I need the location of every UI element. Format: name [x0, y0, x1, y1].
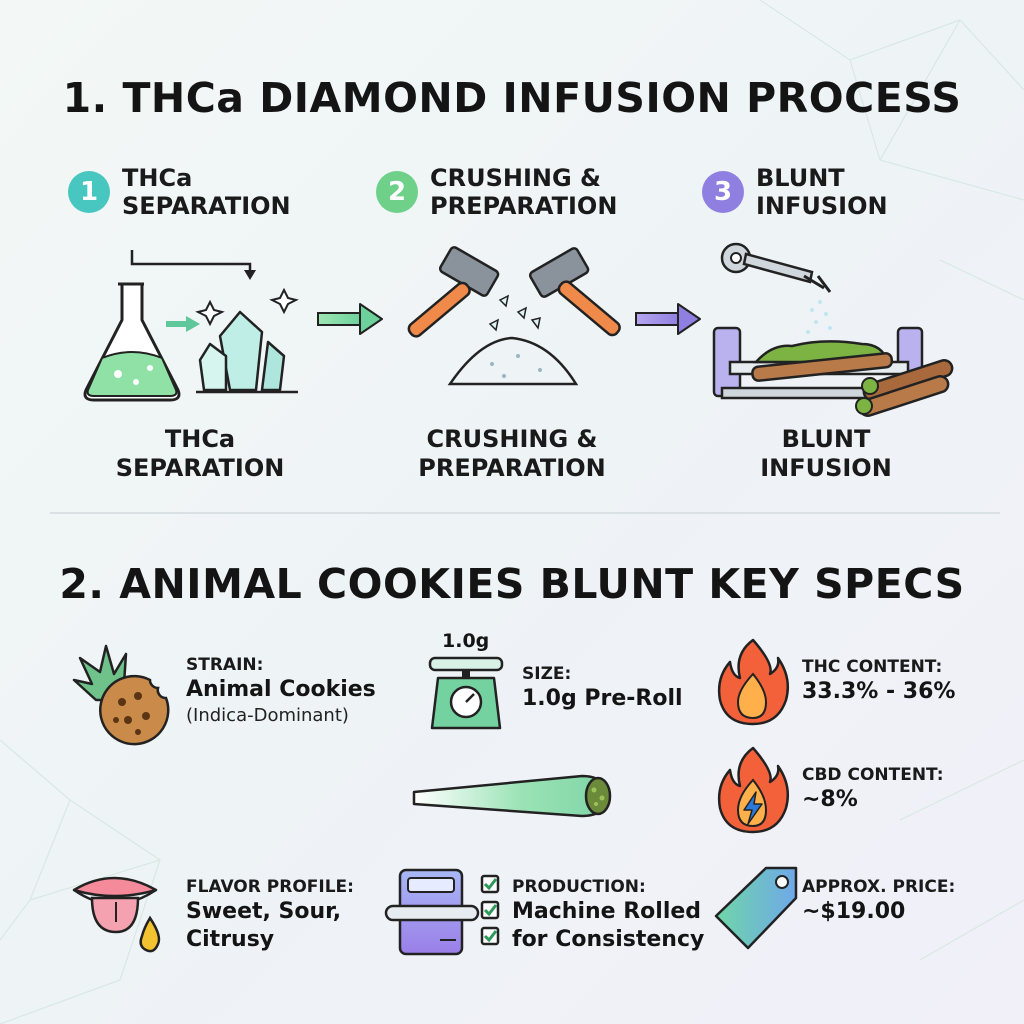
step-1-badge: 1 [68, 171, 110, 213]
step-3-caption: BLUNT INFUSION [760, 425, 892, 482]
scale-icon [428, 656, 504, 730]
cookie-leaf-icon [72, 644, 170, 746]
flask-crystal-icon [83, 250, 299, 402]
step-1-head-line2: SEPARATION [122, 192, 291, 220]
size-spec: SIZE: 1.0g Pre-Roll [522, 663, 683, 713]
step-1-caption: THCa SEPARATION [115, 425, 285, 482]
flavor-spec: FLAVOR PROFILE: Sweet, Sour, Citrusy [186, 876, 354, 954]
step-2-caption: CRUSHING & PREPARATION [418, 425, 606, 482]
step-2-header: 2 CRUSHING & PREPARATION [376, 164, 617, 220]
production-spec: PRODUCTION: Machine Rolled for Consisten… [512, 876, 704, 954]
step-2-head-line1: CRUSHING & [430, 164, 601, 192]
step-2-head-line2: PREPARATION [430, 192, 618, 220]
strain-label: STRAIN: [186, 655, 264, 675]
hammers-icon [407, 246, 621, 386]
step-1-head-line1: THCa [122, 164, 193, 192]
flavor-value-line2: Citrusy [186, 927, 275, 952]
flavor-label: FLAVOR PROFILE: [186, 877, 354, 897]
size-value: 1.0g Pre-Roll [522, 686, 683, 711]
price-spec: APPROX. PRICE: ~$19.00 [802, 876, 955, 926]
step-3-badge: 3 [702, 171, 744, 213]
strain-sub: (Indica-Dominant) [186, 705, 349, 726]
rolling-machine-icon [384, 868, 500, 956]
flame-icon [717, 638, 789, 726]
price-tag-icon [714, 866, 798, 950]
strain-spec: STRAIN: Animal Cookies (Indica-Dominant) [186, 654, 376, 728]
step-3-head-line1: BLUNT [756, 164, 845, 192]
section-divider [50, 512, 1000, 514]
strain-value: Animal Cookies [186, 677, 376, 702]
production-value-line1: Machine Rolled [512, 899, 702, 924]
section1-title: 1. THCa DIAMOND INFUSION PROCESS [62, 74, 962, 122]
price-value: ~$19.00 [802, 899, 906, 924]
pre-roll-icon [412, 774, 612, 818]
production-value-line2: for Consistency [512, 927, 705, 952]
arrow-right-icon [317, 303, 383, 335]
scale-reading: 1.0g [442, 630, 490, 652]
thc-spec: THC CONTENT: 33.3% - 36% [802, 656, 955, 706]
cbd-spec: CBD CONTENT: ~8% [802, 764, 944, 814]
arrow-right-icon [635, 303, 701, 335]
machine-blunt-icon [712, 242, 954, 417]
step-3-header: 3 BLUNT INFUSION [702, 164, 888, 220]
price-label: APPROX. PRICE: [802, 877, 956, 897]
thc-value: 33.3% - 36% [802, 679, 956, 704]
tongue-drop-icon [72, 876, 161, 953]
step-3-head-line2: INFUSION [756, 192, 888, 220]
step-1-header: 1 THCa SEPARATION [68, 164, 291, 220]
section2-title: 2. ANIMAL COOKIES BLUNT KEY SPECS [59, 560, 965, 608]
step-2-badge: 2 [376, 171, 418, 213]
flavor-value-line1: Sweet, Sour, [186, 899, 342, 924]
thc-label: THC CONTENT: [802, 657, 943, 677]
flame-bolt-icon [717, 746, 789, 834]
production-label: PRODUCTION: [512, 877, 646, 897]
size-label: SIZE: [522, 664, 572, 684]
cbd-label: CBD CONTENT: [802, 765, 944, 785]
cbd-value: ~8% [802, 787, 858, 812]
